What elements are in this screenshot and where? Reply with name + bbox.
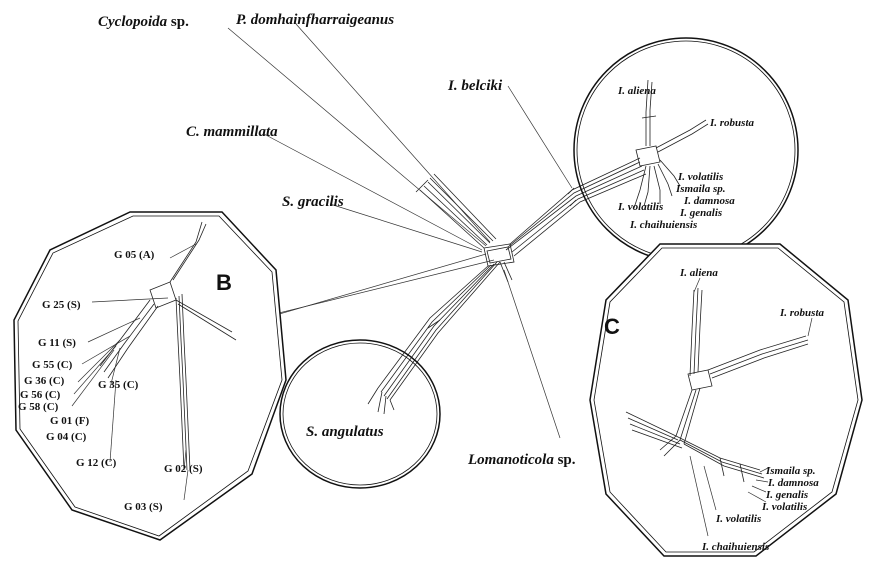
- code-g55: G 55 (C): [32, 359, 73, 371]
- label-s-gracilis: S. gracilis: [282, 194, 344, 210]
- panel-c-letter: C: [604, 314, 620, 339]
- label-cyclopoida: Cyclopoida: [98, 14, 168, 30]
- svg-text:Cyclopoida sp.: Cyclopoida sp.: [98, 14, 189, 30]
- panel-c: C: [589, 243, 863, 557]
- code-g02: G 02 (S): [164, 463, 203, 475]
- code-g36: G 36 (C): [24, 375, 65, 387]
- panel-b-letter: B: [216, 270, 232, 295]
- label-i-damnosa: I. damnosa: [683, 195, 735, 207]
- code-g56: G 56 (C): [20, 389, 61, 401]
- label-p-domhainfharraigeanus: P. domhainfharraigeanus: [236, 12, 394, 28]
- panel-b-edges: [99, 221, 237, 471]
- c-label-i-chaihuiensis: I. chaihuiensis: [701, 541, 769, 553]
- label-c-mammillata: C. mammillata: [186, 124, 278, 140]
- ismaila-cluster-edges: [633, 79, 709, 209]
- code-g04: G 04 (C): [46, 431, 87, 443]
- angulatus-circle: [279, 339, 441, 489]
- c-label-i-robusta: I. robusta: [779, 307, 825, 319]
- label-i-volatilis-2: I. volatilis: [617, 201, 663, 213]
- label-i-volatilis: I. volatilis: [677, 171, 723, 183]
- c-label-i-genalis: I. genalis: [765, 489, 808, 501]
- label-i-aliena: I. aliena: [617, 85, 656, 97]
- code-g01: G 01 (F): [50, 415, 89, 427]
- label-cyclopoida-sp: sp.: [167, 14, 189, 30]
- c-label-i-volatilis: I. volatilis: [761, 501, 807, 513]
- main-network: [377, 157, 647, 401]
- label-lomanoticola: Lomanoticola: [467, 452, 554, 468]
- label-i-chaihuiensis: I. chaihuiensis: [629, 219, 697, 231]
- svg-text:Lomanoticola sp.: Lomanoticola sp.: [467, 452, 576, 468]
- label-i-belciki: I. belciki: [447, 78, 503, 94]
- code-g12: G 12 (C): [76, 457, 117, 469]
- panel-c-edges: [625, 287, 809, 483]
- panel-c-leaders: [689, 277, 813, 537]
- panel-b-leaders: [71, 243, 197, 501]
- c-label-i-volatilis-2: I. volatilis: [715, 513, 761, 525]
- panel-b: B G 05 (A) G: [13, 211, 287, 541]
- code-g25: G 25 (S): [42, 299, 81, 311]
- label-s-angulatus: S. angulatus: [306, 424, 384, 440]
- main-labels: Cyclopoida sp. P. domhainfharraigeanus I…: [98, 12, 576, 468]
- angulatus-tip-edges: [367, 387, 395, 415]
- code-g05: G 05 (A): [114, 249, 155, 261]
- c-label-i-aliena: I. aliena: [679, 267, 718, 279]
- label-lomanoticola-sp: sp.: [554, 452, 576, 468]
- code-g35: G 35 (C): [98, 379, 139, 391]
- c-label-i-damnosa: I. damnosa: [767, 477, 819, 489]
- code-g11: G 11 (S): [38, 337, 76, 349]
- label-ismaila-sp: Ismaila sp.: [675, 183, 726, 195]
- code-g58: G 58 (C): [18, 401, 59, 413]
- label-i-robusta: I. robusta: [709, 117, 755, 129]
- c-label-ismaila-sp: Ismaila sp.: [765, 465, 816, 477]
- ismaila-circle: I. aliena I. robusta I. volatilis Ismail…: [573, 37, 799, 263]
- code-g03: G 03 (S): [124, 501, 163, 513]
- label-i-genalis: I. genalis: [679, 207, 722, 219]
